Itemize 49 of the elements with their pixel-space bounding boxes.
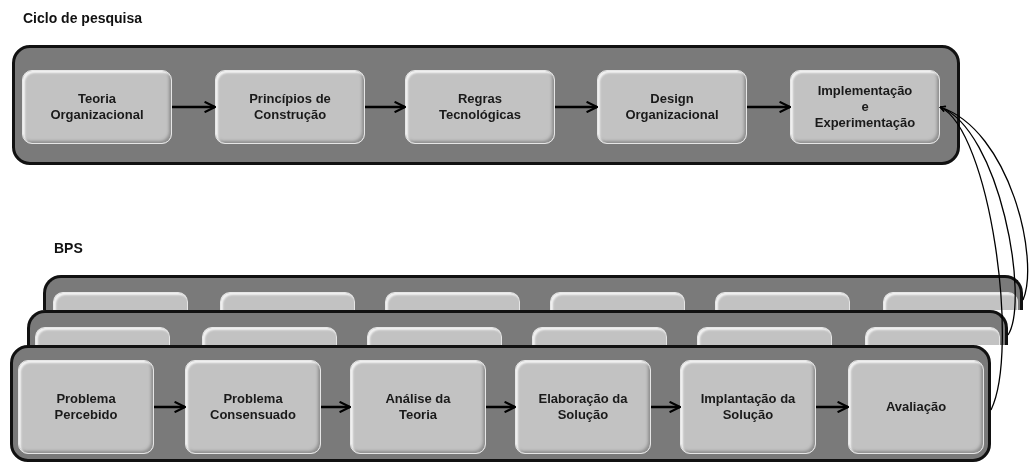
step-label: Problema Percebido <box>53 390 119 424</box>
step-label: Elaboração da Solução <box>537 390 629 424</box>
process-box <box>883 292 1018 310</box>
process-box <box>215 70 365 144</box>
process-box <box>532 327 667 345</box>
panel-heading: Ciclo de pesquisa <box>23 10 143 26</box>
process-box <box>405 70 555 144</box>
arrow <box>365 100 407 114</box>
process-box <box>185 360 321 454</box>
arrow <box>651 400 682 414</box>
process-box <box>35 327 170 345</box>
process-box <box>550 292 685 310</box>
arrow <box>154 400 187 414</box>
process-box <box>597 70 747 144</box>
process-box <box>385 292 520 310</box>
process-box <box>18 360 154 454</box>
arrow <box>747 100 792 114</box>
process-box <box>515 360 651 454</box>
process-box <box>22 70 172 144</box>
process-box <box>53 292 188 310</box>
step-label: Regras Tecnológicas <box>437 90 523 124</box>
step-label: Teoria Organizacional <box>49 90 145 124</box>
process-box <box>202 327 337 345</box>
process-box <box>350 360 486 454</box>
process-panel <box>27 310 1008 345</box>
curved-arrow <box>939 106 1016 336</box>
panel-heading: BPS <box>54 240 83 256</box>
step-label: Implantação da Solução <box>699 390 797 424</box>
process-box <box>220 292 355 310</box>
step-label: Problema Consensuado <box>209 390 297 424</box>
process-box <box>790 70 940 144</box>
process-box <box>715 292 850 310</box>
arrow <box>816 400 850 414</box>
step-label: Design Organizacional <box>624 90 720 124</box>
process-box <box>697 327 832 345</box>
arrow <box>321 400 352 414</box>
process-box <box>865 327 1000 345</box>
step-label: Princípios de Construção <box>248 90 332 124</box>
step-label: Avaliação <box>885 398 947 416</box>
step-label: Análise da Teoria <box>384 390 452 424</box>
curved-arrow <box>939 106 1003 411</box>
step-label: Implementação e Experimentação <box>813 82 917 132</box>
arrow <box>172 100 217 114</box>
process-box <box>848 360 984 454</box>
process-box <box>367 327 502 345</box>
process-box <box>680 360 816 454</box>
arrow <box>486 400 517 414</box>
process-panel <box>10 345 991 462</box>
arrow <box>555 100 599 114</box>
